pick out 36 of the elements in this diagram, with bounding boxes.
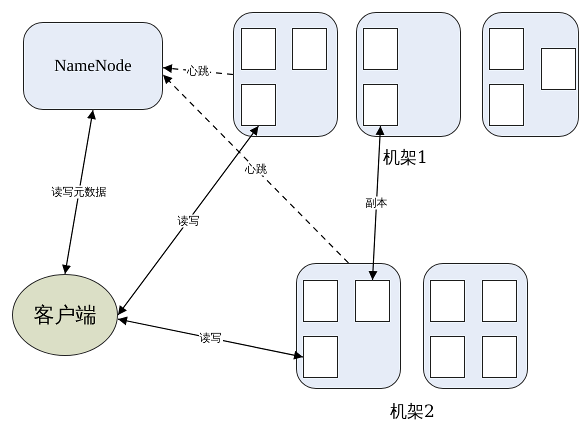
rack-label: 机架2 bbox=[390, 401, 435, 423]
data-block bbox=[430, 336, 465, 378]
data-block bbox=[482, 280, 517, 322]
namenode-box bbox=[23, 22, 163, 110]
data-block bbox=[363, 28, 398, 70]
node-name: NameNode bbox=[54, 56, 132, 76]
edge-label: 读写元数据 bbox=[50, 186, 108, 198]
data-block bbox=[241, 28, 276, 70]
data-block bbox=[482, 336, 517, 378]
data-block bbox=[489, 28, 524, 70]
server-box bbox=[423, 263, 528, 389]
data-block bbox=[241, 84, 276, 126]
edge-label: 读写 bbox=[176, 214, 200, 227]
arrow bbox=[118, 126, 259, 316]
dashed-arrow bbox=[162, 74, 349, 264]
edge-label: 心跳 bbox=[244, 162, 268, 176]
rack-label: 机架1 bbox=[383, 147, 428, 169]
data-block bbox=[292, 28, 327, 70]
data-block bbox=[355, 280, 390, 322]
data-block bbox=[303, 280, 338, 322]
arrow bbox=[62, 110, 96, 274]
server-box bbox=[233, 12, 338, 137]
data-block bbox=[303, 336, 338, 378]
server-box bbox=[296, 263, 401, 389]
data-block bbox=[430, 280, 465, 322]
data-block bbox=[363, 84, 398, 126]
server-box bbox=[356, 12, 461, 137]
edge-label: 心跳 bbox=[186, 64, 210, 78]
edge-label: 副本 bbox=[364, 196, 388, 210]
server-box bbox=[482, 12, 579, 137]
data-block bbox=[489, 84, 524, 126]
data-block bbox=[541, 48, 576, 90]
edge-label: 读写 bbox=[198, 332, 222, 345]
client-label: 客户端 bbox=[34, 302, 96, 329]
arrow bbox=[118, 316, 304, 360]
arrow bbox=[368, 126, 385, 280]
